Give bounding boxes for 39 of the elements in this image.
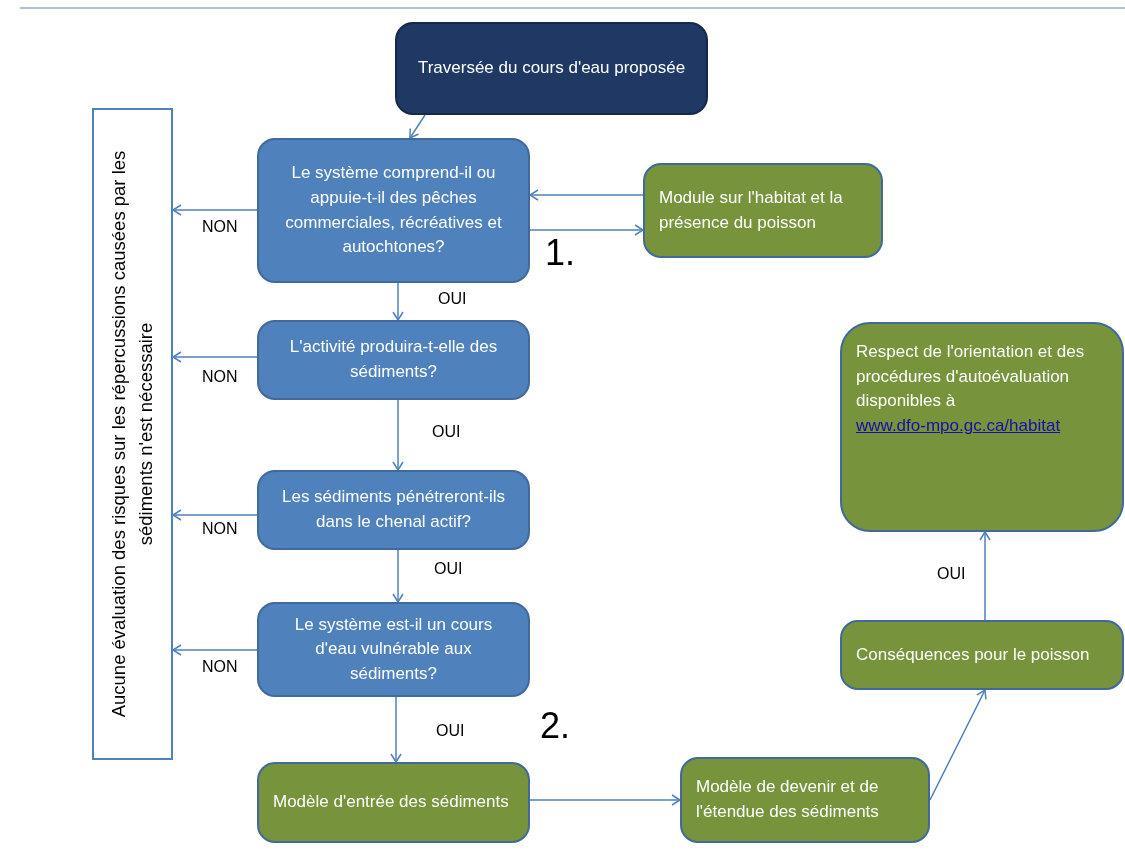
process-box <box>840 322 1124 532</box>
process-box <box>643 163 883 258</box>
arrow <box>529 794 681 806</box>
node-text: Le système comprend-il ou appuie-t-il des pêches commerciales, récréatives et autochtones? <box>284 162 503 259</box>
link: www.dfo-mpo.gc.ca/habitat <box>856 415 1061 435</box>
node-text: L'activité produira-t-elle des sédiments? <box>288 336 499 383</box>
arrow <box>929 689 987 801</box>
step-number: 1. <box>545 232 576 274</box>
start-box <box>395 22 708 115</box>
node-text: Traversée du cours d'eau proposée <box>416 57 687 80</box>
decision-box <box>257 138 530 283</box>
arrow <box>392 399 404 471</box>
arrow <box>529 224 644 236</box>
step-number: 2. <box>540 705 571 747</box>
node-text: Les sédiments pénétreront-ils dans le chenal actif? <box>281 486 506 533</box>
decision-box <box>257 320 530 400</box>
arrow <box>172 204 258 216</box>
arrow <box>172 351 258 363</box>
arrow <box>172 644 258 656</box>
node-text: Modèle d'entrée des sédiments <box>273 791 510 814</box>
arrow <box>390 696 402 763</box>
outcome-box <box>92 108 173 760</box>
arrow <box>409 114 426 139</box>
node-text: Aucune évaluation des risques sur les répercussions causées par les sédiments n'est nécessaire <box>106 149 157 720</box>
arrow <box>529 189 644 201</box>
arrow <box>392 282 404 321</box>
node-text: Modèle de devenir et de l'étendue des sédiments <box>696 776 880 823</box>
arrow <box>392 549 404 603</box>
decision-box <box>257 470 530 550</box>
decision-box <box>257 602 530 697</box>
node-text: Conséquences pour le poisson <box>856 643 1091 666</box>
node-text: Le système est-il un cours d'eau vulnérable aux sédiments? <box>293 613 494 685</box>
process-box <box>840 620 1124 690</box>
node-text: Module sur l'habitat et la présence du poisson <box>659 186 844 234</box>
arrow <box>979 531 991 621</box>
arrow <box>172 509 258 521</box>
process-box <box>257 762 530 843</box>
node-text: Respect de l'orientation et des procédures d'autoévaluation disponibles à www.dfo-mpo.gc.ca/habitat <box>856 341 1086 437</box>
process-box <box>680 757 930 843</box>
